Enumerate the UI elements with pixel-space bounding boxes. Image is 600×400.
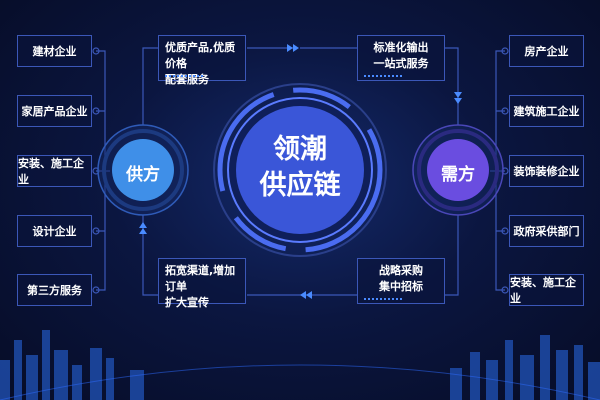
flow-top-left: 优质产品,优质价格 配套服务 xyxy=(158,35,246,86)
dots-decoration xyxy=(165,75,205,77)
flow-text: 扩大宣传 xyxy=(165,296,209,309)
supply-item: 建材企业 xyxy=(17,35,92,67)
dots-decoration xyxy=(364,75,404,77)
supply-item: 安装、施工企业 xyxy=(17,155,92,187)
flow-text: 战略采购 xyxy=(379,264,423,277)
supply-item: 家居产品企业 xyxy=(17,95,92,127)
supply-label: 供方 xyxy=(126,165,160,185)
demand-item: 装饰装修企业 xyxy=(509,155,584,187)
center-circle xyxy=(213,83,387,257)
flow-text: 拓宽渠道,增加订单 xyxy=(165,264,236,293)
demand-label: 需方 xyxy=(441,165,475,185)
dots-decoration xyxy=(364,298,404,300)
flow-text: 一站式服务 xyxy=(373,57,429,70)
demand-item: 房产企业 xyxy=(509,35,584,67)
supply-item: 设计企业 xyxy=(17,215,92,247)
center-title-line2: 供应链 xyxy=(259,170,341,201)
center-title-line1: 领潮 xyxy=(273,134,327,165)
center-title: 领潮 供应链 xyxy=(235,132,365,204)
flow-bottom-left: 拓宽渠道,增加订单 扩大宣传 xyxy=(158,258,246,309)
demand-item: 政府采供部门 xyxy=(509,215,584,247)
flow-text: 集中招标 xyxy=(379,280,423,293)
flow-text: 优质产品,优质价格 xyxy=(165,41,236,70)
demand-item: 安装、施工企业 xyxy=(509,274,584,306)
flow-top-right: 标准化输出 一站式服务 xyxy=(357,35,445,81)
supply-circle xyxy=(97,124,189,216)
supply-item: 第三方服务 xyxy=(17,274,92,306)
flow-text: 标准化输出 xyxy=(373,41,429,54)
flow-bottom-right: 战略采购 集中招标 xyxy=(357,258,445,304)
demand-item: 建筑施工企业 xyxy=(509,95,584,127)
demand-circle xyxy=(412,124,504,216)
